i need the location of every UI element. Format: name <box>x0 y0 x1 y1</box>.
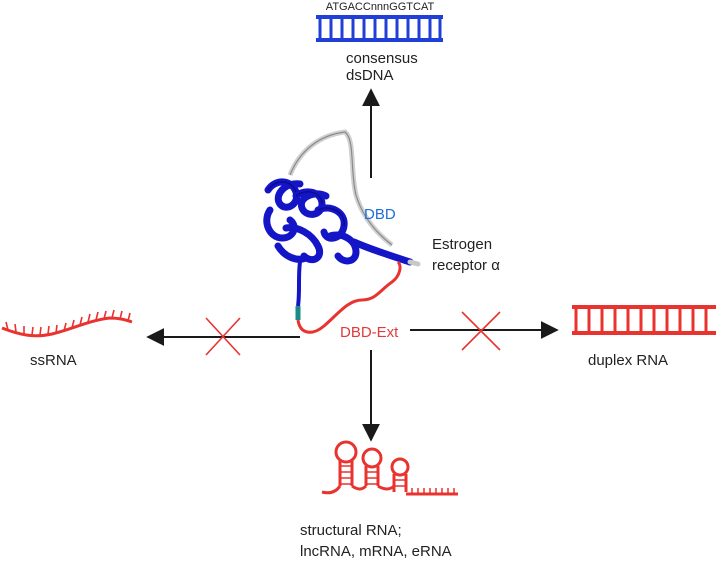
estrogen-receptor-structure-icon <box>263 129 421 334</box>
duplex-rna-icon <box>572 305 716 335</box>
dsdna-label: dsDNA <box>346 67 394 84</box>
receptor-label: receptor α <box>432 257 500 274</box>
dbd-label: DBD <box>364 206 396 223</box>
consensus-sequence: ATGACCnnnGGTCAT <box>326 1 435 13</box>
ssrna-label: ssRNA <box>30 352 77 369</box>
duplex-rna-label: duplex RNA <box>588 352 668 369</box>
rna-types-label: lncRNA, mRNA, eRNA <box>300 543 452 560</box>
no-binding-cross-icon <box>461 311 501 351</box>
dbd-ext-label: DBD-Ext <box>340 324 399 341</box>
estrogen-label: Estrogen <box>432 236 492 253</box>
no-binding-cross-icon <box>205 317 241 356</box>
structural-rna-label: structural RNA; <box>300 522 402 539</box>
ssrna-icon <box>1 309 133 338</box>
structural-rna-icon <box>321 440 458 496</box>
dsdna-ladder-icon: ATGACCnnnGGTCAT <box>316 1 443 42</box>
consensus-label: consensus <box>346 50 418 67</box>
